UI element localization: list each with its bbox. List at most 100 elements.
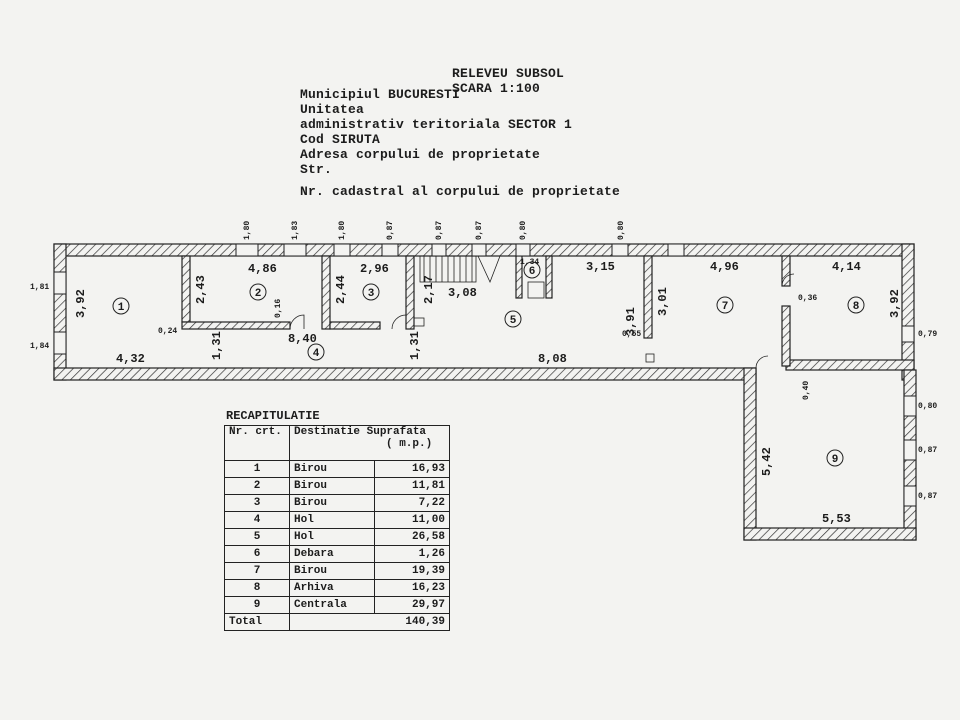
svg-text:2,43: 2,43 <box>194 275 208 304</box>
header-area: Suprafata <box>366 426 427 438</box>
recap-header-row: Nr. crt. Destinatie Suprafata ( m.p.) <box>224 425 450 461</box>
door-r3 <box>391 314 407 330</box>
window-left-2 <box>53 331 67 355</box>
svg-text:1,80: 1,80 <box>243 221 252 240</box>
svg-text:0,80: 0,80 <box>918 402 937 411</box>
staircase <box>419 255 545 299</box>
windows-top <box>235 243 685 257</box>
svg-text:3: 3 <box>368 288 375 300</box>
svg-text:0,40: 0,40 <box>802 381 811 400</box>
header-dest: Destinatie <box>294 426 361 438</box>
svg-text:5,42: 5,42 <box>760 447 774 476</box>
svg-text:1,31: 1,31 <box>408 331 422 360</box>
svg-text:2,17: 2,17 <box>422 275 436 304</box>
wall-r6-right <box>545 255 553 299</box>
svg-text:0,80: 0,80 <box>617 221 626 240</box>
svg-text:1,83: 1,83 <box>291 221 300 240</box>
window-r9-2 <box>903 439 917 461</box>
svg-text:0,87: 0,87 <box>386 221 395 240</box>
door-r9 <box>755 355 769 369</box>
svg-text:1,84: 1,84 <box>30 342 49 351</box>
svg-text:7: 7 <box>722 301 729 313</box>
wall-r3-bottom <box>329 321 381 330</box>
window-r9-3 <box>903 485 917 507</box>
header-sector: administrativ teritoriala SECTOR 1 <box>300 117 573 132</box>
header-cadastral: Nr. cadastral al corpului de proprietate <box>300 184 621 199</box>
svg-text:2,44: 2,44 <box>334 275 348 304</box>
header-nr: Nr. crt. <box>224 425 290 461</box>
wall-r8-left-low <box>781 305 791 367</box>
header-street: Str. <box>300 162 333 177</box>
wall-r1-r2 <box>181 255 191 323</box>
svg-text:4,32: 4,32 <box>116 352 145 366</box>
wall-r7-left <box>643 255 653 339</box>
wall-r2-bottom <box>181 321 291 330</box>
room-labels: 1 2 3 4 5 6 7 8 9 <box>112 261 865 467</box>
total-label: Total <box>224 613 290 631</box>
svg-text:0,87: 0,87 <box>918 492 937 501</box>
window-left-1 <box>53 271 67 295</box>
svg-text:0,55: 0,55 <box>622 330 641 339</box>
svg-text:0,16: 0,16 <box>274 299 283 318</box>
svg-text:5,53: 5,53 <box>822 512 851 526</box>
svg-text:1,81: 1,81 <box>30 283 49 292</box>
wall-r9-bottom <box>743 527 917 541</box>
svg-text:3,08: 3,08 <box>448 286 477 300</box>
svg-text:3,01: 3,01 <box>656 287 670 316</box>
svg-text:3,92: 3,92 <box>74 289 88 318</box>
svg-text:6: 6 <box>529 266 536 278</box>
svg-text:0,24: 0,24 <box>158 327 177 336</box>
svg-text:0,87: 0,87 <box>435 221 444 240</box>
svg-text:1: 1 <box>118 302 125 314</box>
dimension-labels: 4,86 2,96 3,15 4,96 4,14 3,08 8,40 4,32 … <box>74 258 902 526</box>
recap-title: RECAPITULATIE <box>226 409 320 423</box>
svg-text:3,92: 3,92 <box>888 289 902 318</box>
svg-text:3,91: 3,91 <box>624 307 638 336</box>
header-dest-area: Destinatie Suprafata ( m.p.) <box>289 425 450 461</box>
svg-text:8,40: 8,40 <box>288 332 317 346</box>
total-row: Total 140,39 <box>224 613 450 631</box>
svg-text:8,08: 8,08 <box>538 352 567 366</box>
wall-r8-left <box>781 255 791 287</box>
door-r2 <box>289 314 305 330</box>
header-siruta: Cod SIRUTA <box>300 132 381 147</box>
svg-text:1,31: 1,31 <box>210 331 224 360</box>
svg-text:4,14: 4,14 <box>832 260 861 274</box>
wall-left <box>53 243 67 381</box>
header-address: Adresa corpului de proprietate <box>300 147 541 162</box>
window-mark-labels: 1,80 1,83 1,80 0,87 0,87 0,87 0,80 0,80 … <box>30 221 937 501</box>
header-municipality: Municipiul BUCURESTI <box>300 87 461 102</box>
svg-text:9: 9 <box>832 454 839 466</box>
header-unit: Unitatea <box>300 102 365 117</box>
svg-text:1,80: 1,80 <box>338 221 347 240</box>
svg-text:0,36: 0,36 <box>798 294 817 303</box>
svg-text:0,87: 0,87 <box>918 446 937 455</box>
svg-text:4,86: 4,86 <box>248 262 277 276</box>
svg-text:2,96: 2,96 <box>360 262 389 276</box>
window-right-r8 <box>901 325 915 343</box>
door-r8 <box>781 273 795 287</box>
wall-r9-left <box>743 367 757 541</box>
svg-text:8: 8 <box>853 301 860 313</box>
svg-text:0,87: 0,87 <box>475 221 484 240</box>
plan-title: RELEVEU SUBSOL <box>452 66 565 81</box>
svg-text:0,79: 0,79 <box>918 330 937 339</box>
svg-text:4,96: 4,96 <box>710 260 739 274</box>
plan-scale: SCARA 1:100 <box>452 81 541 96</box>
header-unit: ( m.p.) <box>386 438 433 450</box>
wall-r2-r3 <box>321 255 331 330</box>
svg-text:2: 2 <box>255 288 262 300</box>
svg-text:3,15: 3,15 <box>586 260 615 274</box>
wall-bottom-left <box>53 367 757 381</box>
